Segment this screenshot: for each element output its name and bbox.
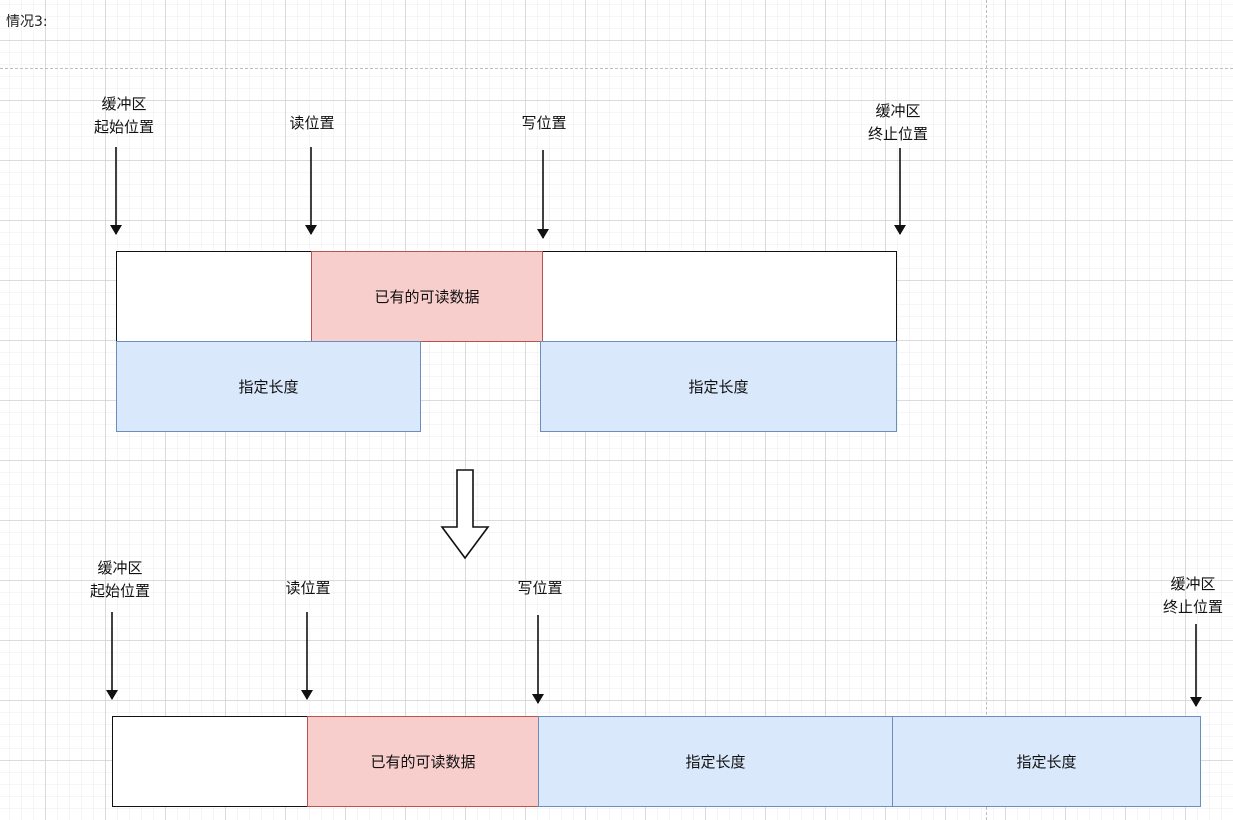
write-position-label-bottom: 写位置	[517, 579, 563, 597]
buffer-start-label: 缓冲区 起始位置	[93, 95, 155, 136]
specified-length-box-bottom-1: 指定长度	[538, 716, 893, 807]
buffer-end-label-bottom: 缓冲区 终止位置	[1162, 575, 1224, 616]
page-break-horizontal	[0, 68, 1233, 69]
buffer-start-label-bottom: 缓冲区 起始位置	[89, 559, 151, 600]
read-position-label-bottom: 读位置	[285, 579, 331, 597]
write-position-label: 写位置	[521, 114, 567, 132]
page-break-vertical	[986, 0, 987, 820]
readable-data-box-top: 已有的可读数据	[311, 251, 543, 342]
read-position-label: 读位置	[289, 114, 335, 132]
specified-length-box-left: 指定长度	[116, 341, 421, 432]
specified-length-box-right: 指定长度	[540, 341, 897, 432]
buffer-end-label: 缓冲区 终止位置	[867, 102, 929, 143]
hollow-down-arrow-icon	[440, 469, 490, 560]
specified-length-box-bottom-2: 指定长度	[892, 716, 1201, 807]
readable-data-box-bottom: 已有的可读数据	[307, 716, 539, 807]
case-title: 情况3:	[6, 14, 48, 30]
